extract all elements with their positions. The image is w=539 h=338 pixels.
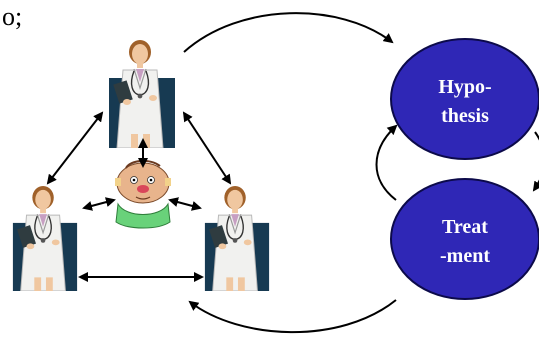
arrow-top-right [182, 111, 232, 185]
doctor-icon-right [204, 185, 270, 291]
text-fragment: o; [2, 2, 23, 31]
arrow-to-hypothesis [183, 12, 394, 53]
hypothesis-label-1: Hypo- [438, 76, 491, 98]
doctor-icon-left [12, 185, 78, 291]
arrow-right-patient [168, 197, 202, 211]
treatment-label-1: Treat [442, 216, 488, 238]
arrow-left-patient [82, 197, 116, 211]
arrow-top-left [46, 111, 104, 185]
sick-patient-icon [115, 160, 171, 229]
arrow-treatment-to-hypothesis [375, 124, 398, 201]
hypothesis-label-2: thesis [441, 105, 489, 127]
hypothesis-node: Hypo- thesis [390, 38, 539, 160]
arrow-hypothesis-to-treatment [532, 131, 539, 192]
cycle-arrows [183, 12, 539, 334]
treatment-node: Treat -ment [390, 178, 539, 300]
team-arrows [46, 111, 232, 282]
treatment-label-2: -ment [440, 245, 490, 267]
arrow-to-team [188, 299, 397, 334]
doctor-icon-top [108, 39, 176, 148]
